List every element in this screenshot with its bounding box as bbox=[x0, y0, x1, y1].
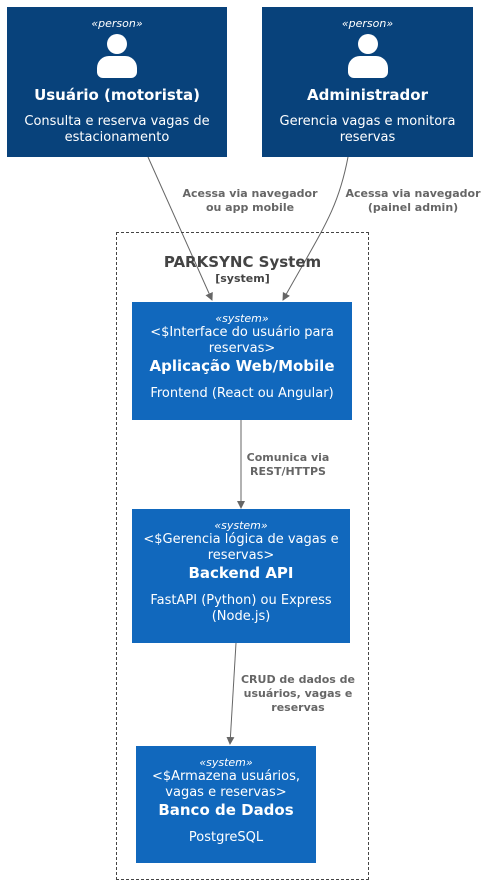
boundary-title: PARKSYNC System bbox=[163, 253, 322, 271]
edge-label-backend-to-db: CRUD de dados de usuários, vagas e reser… bbox=[240, 673, 356, 714]
person-stereotype: «person» bbox=[91, 17, 143, 30]
person-icon bbox=[347, 34, 388, 80]
system-boundary bbox=[116, 232, 369, 880]
system-stereotype: «system» bbox=[214, 519, 268, 532]
system-technology: Frontend (React ou Angular) bbox=[150, 386, 334, 401]
system-stereotype: «system» bbox=[199, 756, 253, 769]
edge-label-app-to-backend: Comunica via REST/HTTPS bbox=[246, 451, 330, 478]
edge-label-admin-to-app: Acessa via navegador (painel admin) bbox=[345, 187, 481, 214]
person-stereotype: «person» bbox=[341, 17, 394, 30]
system-description: <$Interface do usuário para reservas> bbox=[150, 325, 334, 356]
system-stereotype: «system» bbox=[215, 312, 269, 325]
system-description: <$Gerencia lógica de vagas e reservas> bbox=[143, 532, 339, 563]
person-description: Consulta e reserva vagas de estacionamen… bbox=[24, 114, 210, 145]
person-administrador: «person» Administrador Gerencia vagas e … bbox=[262, 7, 473, 157]
edge-label-usuario-to-app: Acessa via navegador ou app mobile bbox=[182, 187, 318, 214]
person-icon bbox=[97, 34, 137, 80]
system-banco-de-dados: «system» <$Armazena usuários, vagas e re… bbox=[136, 746, 316, 863]
person-name: Administrador bbox=[307, 86, 428, 104]
edge-backend-to-db bbox=[226, 642, 237, 745]
boundary-type: [system] bbox=[215, 272, 270, 285]
person-description: Gerencia vagas e monitora reservas bbox=[279, 114, 456, 145]
person-usuario-motorista: «person» Usuário (motorista) Consulta e … bbox=[7, 7, 227, 157]
system-name: Backend API bbox=[188, 564, 294, 582]
edge-admin-to-app bbox=[282, 156, 349, 301]
person-name: Usuário (motorista) bbox=[34, 86, 200, 104]
system-technology: FastAPI (Python) ou Express (Node.js) bbox=[150, 593, 332, 624]
system-description: <$Armazena usuários, vagas e reservas> bbox=[152, 769, 300, 800]
system-name: Aplicação Web/Mobile bbox=[149, 357, 335, 375]
system-technology: PostgreSQL bbox=[188, 830, 264, 845]
system-name: Banco de Dados bbox=[158, 801, 294, 819]
system-aplicacao-web-mobile: «system» <$Interface do usuário para res… bbox=[132, 302, 352, 420]
edge-usuario-to-app bbox=[147, 156, 213, 301]
system-backend-api: «system» <$Gerencia lógica de vagas e re… bbox=[132, 509, 350, 643]
